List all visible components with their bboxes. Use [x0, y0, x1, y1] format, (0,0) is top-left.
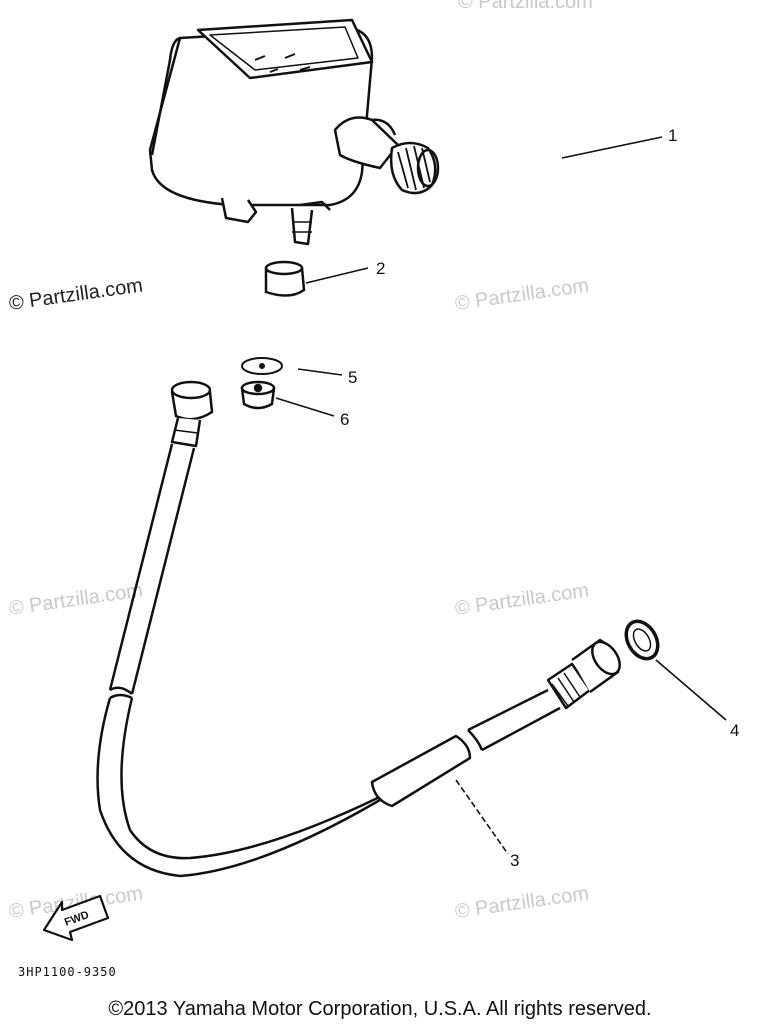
callout-part-1: 1 — [668, 126, 677, 145]
watermark: © Partzilla.com — [454, 579, 591, 620]
part-4-o-ring — [624, 619, 660, 661]
copyright-notice: ©2013 Yamaha Motor Corporation, U.S.A. A… — [108, 998, 652, 1020]
speedometer-assembly — [148, 18, 440, 246]
callout-part-2: 2 — [376, 259, 385, 278]
watermark: © Partzilla.com — [454, 882, 591, 923]
watermark: © Partzilla.com — [454, 274, 591, 315]
part-3-speedometer-cable — [96, 380, 621, 878]
part-2-grommet — [264, 260, 306, 297]
callout-part-6: 6 — [340, 410, 349, 429]
watermark: © Partzilla.com — [8, 274, 145, 315]
callout-part-5: 5 — [348, 368, 357, 387]
part-6-collar — [240, 380, 276, 410]
callout-part-3: 3 — [510, 851, 519, 870]
watermark: © Partzilla.com — [458, 0, 593, 13]
diagram-code: 3HP1100-9350 — [18, 965, 117, 979]
forward-arrow-icon: FWD — [42, 894, 110, 942]
watermark: © Partzilla.com — [8, 579, 145, 620]
leader-lines — [275, 136, 727, 855]
part-5-washer — [241, 357, 283, 375]
callout-part-4: 4 — [730, 721, 739, 740]
